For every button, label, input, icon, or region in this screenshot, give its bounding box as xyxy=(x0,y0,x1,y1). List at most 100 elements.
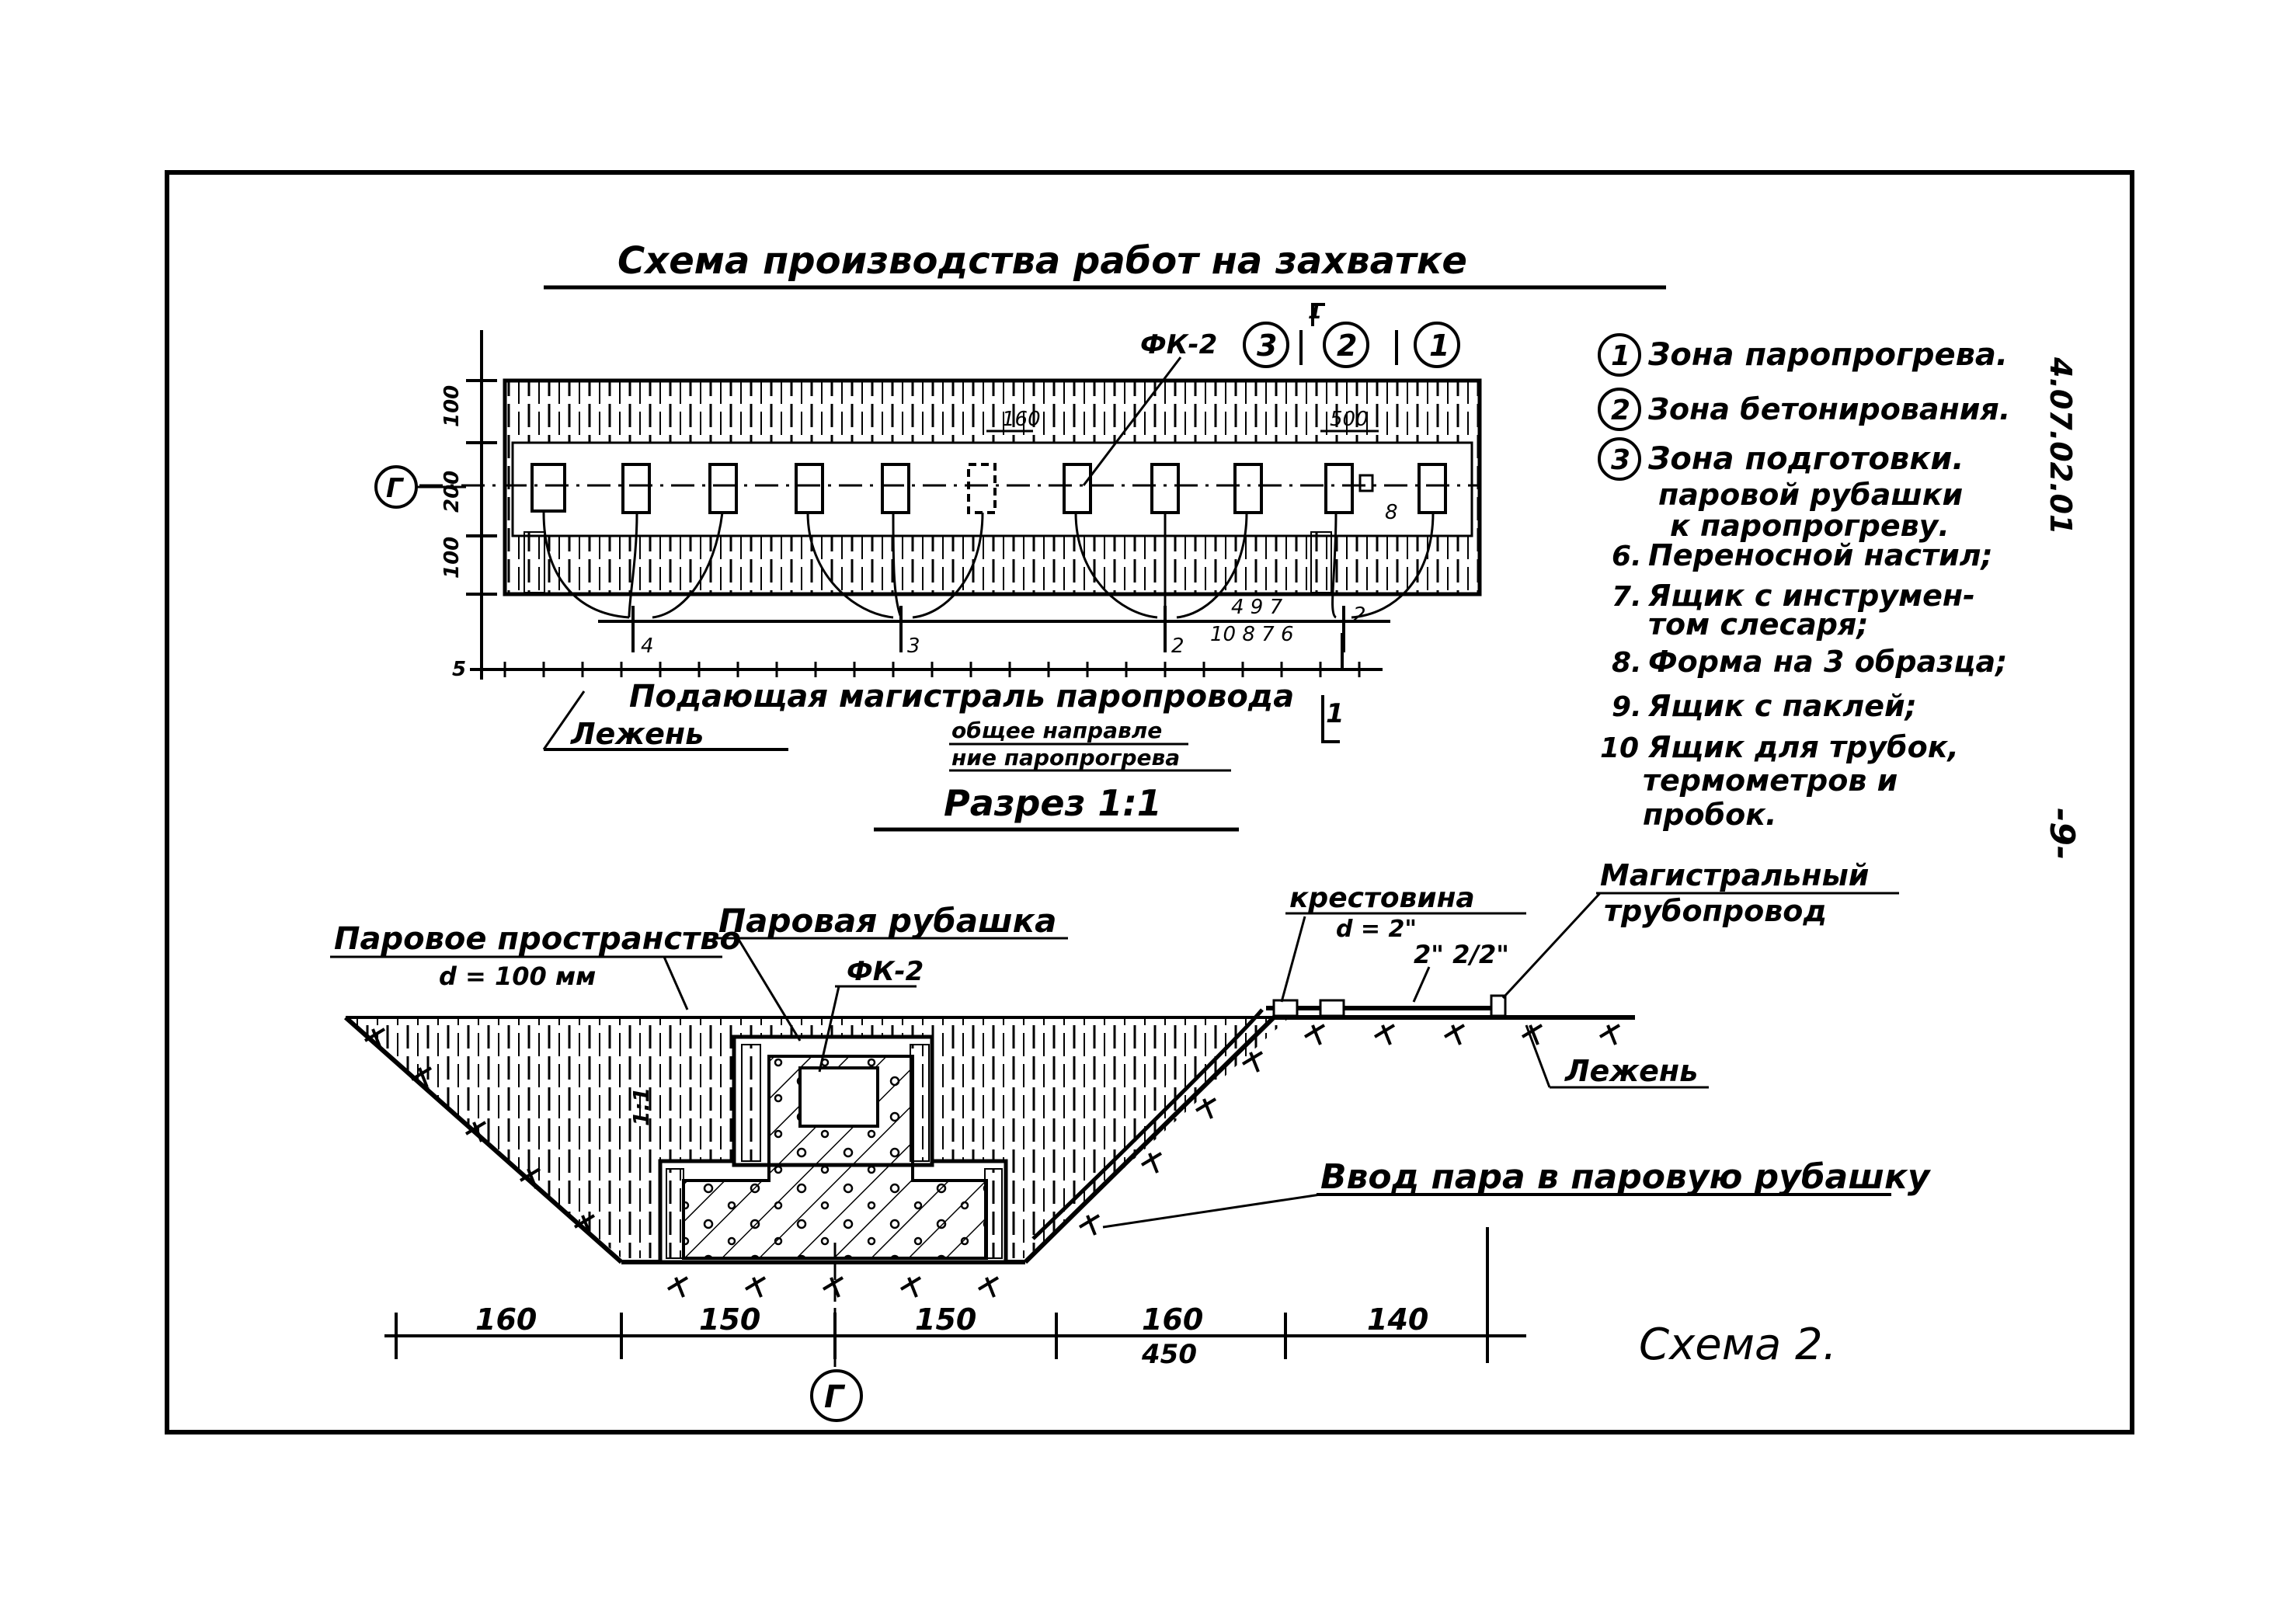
soil-marks xyxy=(364,1024,1621,1298)
legend-marker: 9. xyxy=(1612,691,1642,723)
page-number: -9- xyxy=(2042,808,2082,860)
plan-ladder-right xyxy=(1310,531,1332,593)
legend-text: Зона бетонирования. xyxy=(1647,392,2010,426)
section-bank-label: Лежень xyxy=(1564,1054,1698,1088)
column-block xyxy=(708,463,738,514)
column-block xyxy=(795,463,824,514)
legend-marker: 1 xyxy=(1611,340,1630,372)
legend-marker: 8. xyxy=(1612,647,1642,679)
column-block xyxy=(1324,463,1354,514)
pipe-number: 3 xyxy=(907,635,920,658)
plan-bank-label: Лежень xyxy=(570,717,704,751)
zone-marker-3 xyxy=(1243,322,1289,368)
dim-500-label: 500 xyxy=(1330,408,1369,431)
jacket-base-left xyxy=(666,1168,684,1259)
section-bank-leader xyxy=(1525,1024,1551,1088)
jacket-wall-right xyxy=(910,1044,930,1162)
zone-marker-3-label: 3 xyxy=(1257,329,1277,363)
legend-marker: 10 xyxy=(1600,732,1639,764)
legend-text: Ящик с инструмен- xyxy=(1647,579,1975,613)
section-fk-label: ФК-2 xyxy=(847,956,924,987)
total-dimension-label: 450 xyxy=(1141,1339,1197,1370)
sheet-frame xyxy=(165,170,2134,1434)
slope-label: 1:1 xyxy=(628,1087,654,1126)
dimension-label: 150 xyxy=(699,1302,760,1337)
ground-left-slope xyxy=(344,1015,623,1264)
plan-title: Схема производства работ на захватке xyxy=(617,239,1467,283)
jacket-base-right xyxy=(984,1168,1003,1259)
steam-space-leader xyxy=(663,956,689,1010)
item-8-label: 8 xyxy=(1385,501,1398,524)
legend-marker-circle-3 xyxy=(1598,437,1641,481)
grid-axis-label: Г xyxy=(386,473,405,504)
legend-marker: 6. xyxy=(1612,541,1642,572)
legend-marker-circle-1 xyxy=(1598,333,1641,377)
plan-direction-label-1: общее направле xyxy=(951,718,1162,743)
jacket-wall-left xyxy=(741,1044,761,1162)
cross-label: крестовина xyxy=(1289,882,1475,914)
legend-text: Переносной настил; xyxy=(1648,538,1993,572)
legend-text: том слесаря; xyxy=(1648,607,1869,642)
legend-text: Ящик для трубок, xyxy=(1647,730,1959,764)
main-pipeline xyxy=(1266,994,1507,1017)
column-socket xyxy=(798,1066,879,1128)
legend: 1 Зона паропрогрева. 2 Зона бетонировани… xyxy=(1598,333,2010,832)
dimension-label: 160 xyxy=(475,1302,537,1337)
main-pipe-leader xyxy=(1501,892,1602,1000)
pipe-dim-leader xyxy=(1412,966,1431,1003)
main-pipe-label-2: трубопровод xyxy=(1604,894,1827,928)
pipe-number: 2 xyxy=(1353,603,1366,627)
section-grid-axis-marker xyxy=(810,1369,863,1422)
document-code: 4.07.02.01 xyxy=(2044,356,2078,534)
plan-central-strip xyxy=(511,441,1473,537)
section-fk-leader xyxy=(818,986,840,1073)
mold-box xyxy=(1358,474,1374,492)
zone-marker-2 xyxy=(1323,322,1369,368)
zone-marker-1 xyxy=(1414,322,1460,368)
fk-leader xyxy=(1082,356,1182,486)
legend-marker: 7. xyxy=(1612,581,1642,613)
plan-dim-100-bottom: 100 xyxy=(440,537,464,579)
legend-text: термометров и xyxy=(1643,763,1898,798)
dimension-label: 160 xyxy=(1142,1302,1203,1337)
main-pipe-label-1: Магистральный xyxy=(1600,858,1869,892)
legend-text: Ящик с паклей; xyxy=(1647,689,1917,723)
tool-numbers-top: 4 9 7 xyxy=(1231,596,1283,619)
pipe-number: 4 xyxy=(641,635,654,658)
steam-jacket-leader xyxy=(736,937,802,1042)
pipe-number: 2 xyxy=(1171,635,1184,658)
legend-text: Зона подготовки. xyxy=(1647,441,1964,477)
steam-input-leader xyxy=(1102,1193,1321,1229)
scheme-label: Схема 2. xyxy=(1639,1320,1837,1370)
steam-jacket-label: Паровая рубашка xyxy=(718,902,1056,940)
plan-steam-hoses xyxy=(542,512,1435,619)
column-block xyxy=(1233,463,1263,514)
plan-bank-leader xyxy=(542,690,586,750)
legend-text: к паропрогреву. xyxy=(1670,509,1950,543)
steam-supply-hose xyxy=(1031,1008,1264,1240)
legend-marker-circle-2 xyxy=(1598,388,1641,431)
plan-dim-100-top: 100 xyxy=(440,385,464,427)
column-block xyxy=(530,463,566,513)
zone-marker-2-label: 2 xyxy=(1337,329,1357,363)
legend-text: паровой рубашки xyxy=(1658,478,1963,512)
steam-space-dim: d = 100 мм xyxy=(439,962,596,991)
section-mark-bottom-label: 1 xyxy=(1326,698,1344,729)
plan-left-dim-ticks xyxy=(466,379,497,596)
tool-numbers: 10 8 7 6 xyxy=(1210,623,1294,646)
dimension-label: 140 xyxy=(1367,1302,1428,1337)
zone-marker-1-label: 1 xyxy=(1429,329,1449,363)
plan-ladder-left xyxy=(524,531,545,593)
section-mark-top xyxy=(1311,303,1325,326)
section-title: Разрез 1:1 xyxy=(944,782,1162,824)
column-block xyxy=(1063,463,1092,514)
steam-input-label: Ввод пара в паровую рубашку xyxy=(1320,1157,1932,1197)
cross-leader xyxy=(1280,916,1306,1003)
plan-view: Схема производства работ на захватке xyxy=(374,239,1666,772)
legend-marker: 3 xyxy=(1611,444,1630,476)
steam-space-label: Паровое пространство xyxy=(334,921,741,957)
plan-dim-200: 200 xyxy=(440,471,464,513)
plan-bottom-dim: 5 xyxy=(452,658,466,681)
section-grid-axis-label: Г xyxy=(824,1379,846,1415)
section-mark-top-label: 1 xyxy=(1308,301,1322,324)
